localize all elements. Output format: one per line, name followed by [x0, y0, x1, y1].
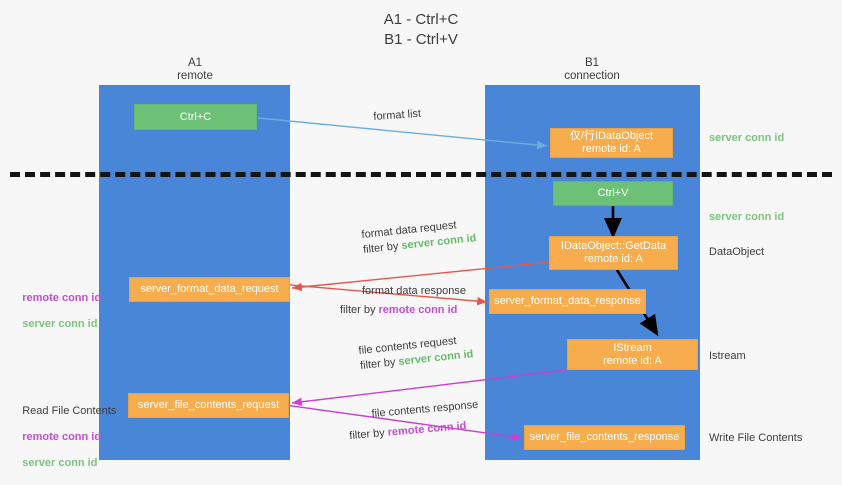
label-read-file-block: Read File Contents remote conn id server…	[10, 392, 116, 483]
box-istream[interactable]: IStream remote id: A	[567, 339, 698, 370]
arrow-label-format-data-request: format data request filter by server con…	[361, 216, 477, 258]
label-server-conn-id-top: server conn id	[709, 132, 785, 144]
filter-prefix: filter by	[340, 304, 379, 316]
lane-b1-subtitle: connection	[564, 70, 620, 82]
box-server-file-contents-response[interactable]: server_file_contents_response	[524, 425, 685, 450]
label-file-remote-conn-id: remote conn id	[22, 431, 102, 443]
box-idataobject-getdata-line2: remote id: A	[584, 253, 643, 265]
box-server-format-data-response-label: server_format_data_response	[494, 295, 641, 307]
timeline-divider	[10, 172, 832, 177]
box-server-file-contents-request-label: server_file_contents_request	[137, 399, 280, 411]
label-istream: Istream	[709, 350, 746, 362]
label-format-server-conn-id: server conn id	[22, 318, 98, 330]
box-server-file-contents-response-label: server_file_contents_response	[529, 431, 680, 443]
label-read-file-contents: Read File Contents	[22, 405, 117, 417]
filter-value: remote conn id	[387, 419, 467, 439]
box-ctrl-v-label: Ctrl+V	[597, 187, 629, 199]
box-ctrl-c[interactable]: Ctrl+C	[134, 104, 257, 130]
box-idataobject-getdata[interactable]: IDataObject::GetData remote id: A	[549, 236, 678, 270]
box-server-format-data-response[interactable]: server_format_data_response	[489, 289, 646, 314]
arrow-label-format-list-text: format list	[373, 107, 422, 124]
page-title: A1 - Ctrl+C B1 - Ctrl+V	[383, 11, 459, 48]
box-idataobject-getdata-line1: IDataObject::GetData	[560, 240, 667, 252]
box-istream-line2: remote id: A	[603, 354, 662, 367]
lane-b1-title: B1	[584, 57, 600, 69]
arrow-label-file-contents-response-filter: filter by remote conn id	[349, 418, 481, 444]
arrow-label-format-list: format list	[373, 107, 422, 125]
box-ole-get-clipboard-line1: 仅/行IDataObject	[569, 130, 654, 142]
label-server-conn-id-second: server conn id	[709, 211, 785, 223]
box-ole-get-clipboard-line2: remote id: A	[582, 143, 641, 155]
box-server-format-data-request[interactable]: server_format_data_request	[129, 277, 290, 302]
label-write-file-contents: Write File Contents	[709, 432, 803, 444]
box-server-format-data-request-label: server_format_data_request	[140, 283, 279, 295]
box-ctrl-v[interactable]: Ctrl+V	[553, 181, 673, 206]
label-format-conn-ids: remote conn id server conn id	[10, 279, 101, 344]
arrow-label-file-contents-response: file contents response filter by remote …	[349, 398, 481, 442]
box-istream-line1: IStream	[613, 341, 652, 354]
arrow-label-file-contents-request: file contents request filter by server c…	[358, 332, 474, 374]
lane-a1-title: A1	[187, 57, 203, 69]
arrow-label-format-data-response-filter: filter by remote conn id	[340, 303, 466, 318]
label-file-server-conn-id: server conn id	[22, 457, 98, 469]
box-server-file-contents-request[interactable]: server_file_contents_request	[128, 393, 289, 418]
arrow-label-format-data-response: format data response filter by remote co…	[340, 284, 466, 318]
filter-prefix: filter by	[348, 426, 389, 443]
arrow-label-format-data-response-text: format data response	[362, 285, 466, 297]
label-dataobject: DataObject	[709, 246, 765, 258]
filter-value: remote conn id	[378, 304, 458, 316]
filter-prefix: filter by	[362, 240, 403, 257]
box-ctrl-c-label: Ctrl+C	[179, 110, 212, 123]
label-format-remote-conn-id: remote conn id	[22, 292, 102, 304]
filter-prefix: filter by	[359, 356, 400, 373]
lane-a1-subtitle: remote	[177, 70, 213, 82]
box-ole-get-clipboard[interactable]: 仅/行IDataObject remote id: A	[550, 128, 673, 158]
